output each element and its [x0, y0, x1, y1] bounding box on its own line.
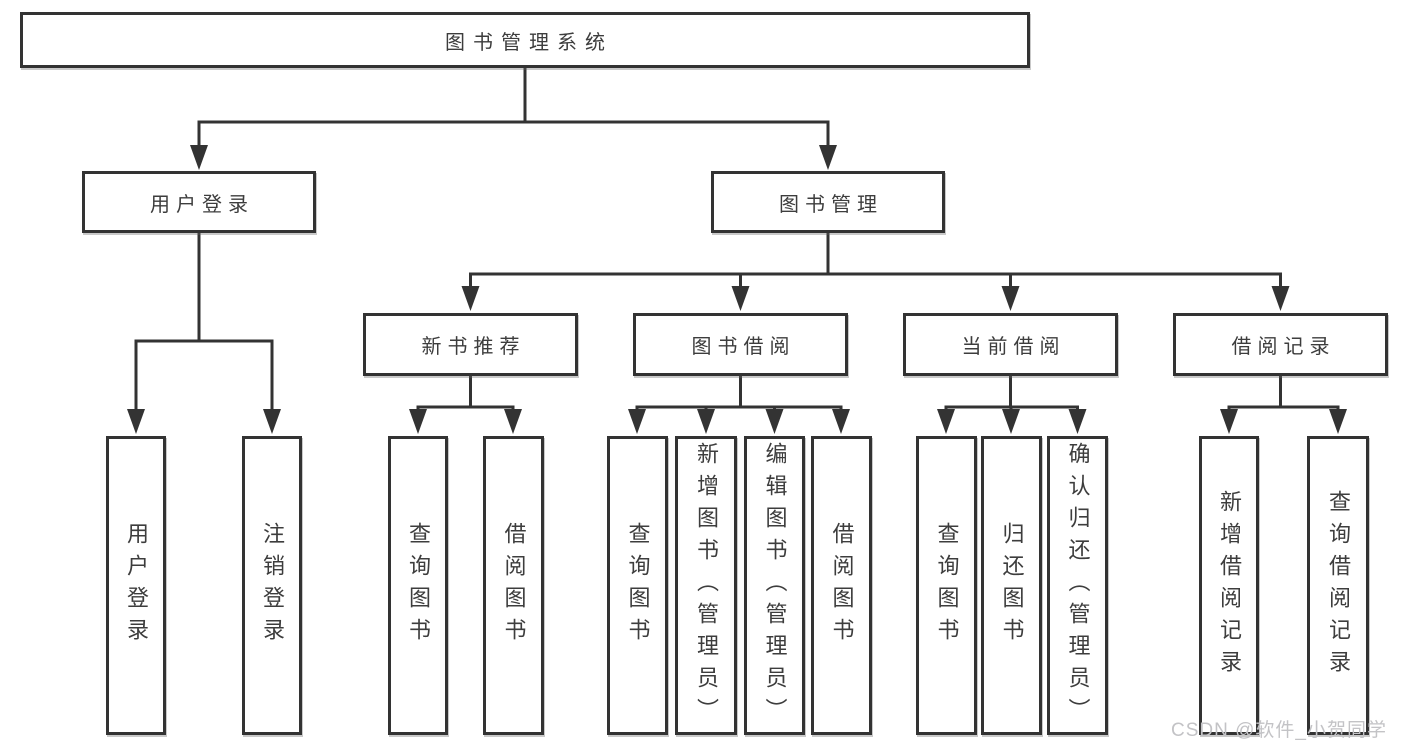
node-book-management: 图书管理	[711, 171, 945, 233]
leaf-logout: 注销登录	[242, 436, 302, 735]
node-book-borrowing: 图书借阅	[633, 313, 848, 376]
leaf-return-books: 归还图书	[981, 436, 1042, 735]
leaf-query-books-current: 查询图书	[916, 436, 977, 735]
node-user-login: 用户登录	[82, 171, 316, 233]
leaf-confirm-return-admin: 确认归还（管理员）	[1047, 436, 1108, 735]
leaf-edit-books-admin: 编辑图书（管理员）	[744, 436, 805, 735]
leaf-query-books-borrowing: 查询图书	[607, 436, 668, 735]
node-current-borrowing: 当前借阅	[903, 313, 1118, 376]
node-borrowing-records: 借阅记录	[1173, 313, 1388, 376]
leaf-borrow-books: 借阅图书	[811, 436, 872, 735]
node-new-book-recommend: 新书推荐	[363, 313, 578, 376]
leaf-add-books-admin: 新增图书（管理员）	[675, 436, 737, 735]
leaf-borrow-books-recommend: 借阅图书	[483, 436, 544, 735]
node-library-system: 图书管理系统	[20, 12, 1030, 68]
leaf-add-borrow-record: 新增借阅记录	[1199, 436, 1259, 735]
leaf-user-login: 用户登录	[106, 436, 166, 735]
csdn-watermark: CSDN @软件_小贺同学	[1171, 720, 1387, 741]
leaf-query-books-recommend: 查询图书	[388, 436, 448, 735]
leaf-query-borrow-record: 查询借阅记录	[1307, 436, 1369, 735]
